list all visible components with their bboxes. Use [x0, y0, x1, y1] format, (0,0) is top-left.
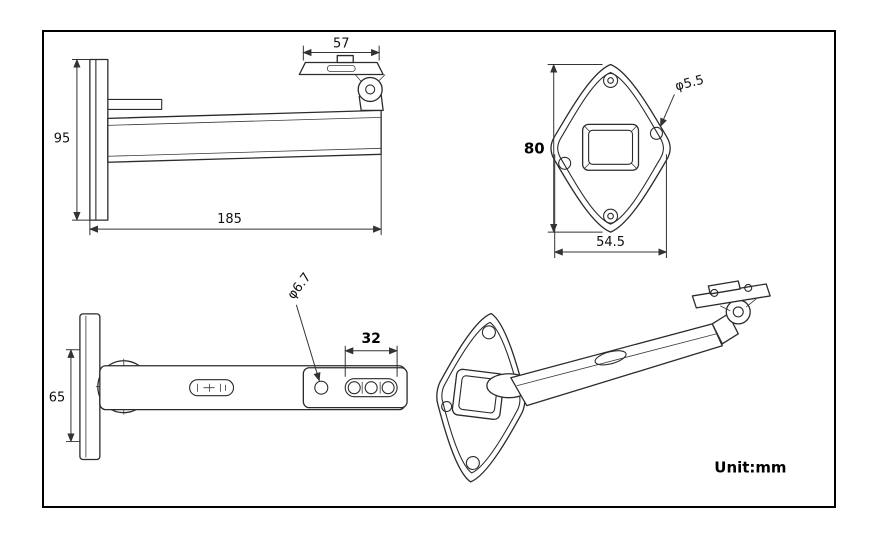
bracket-technical-drawing: 57 95 185 — [49, 37, 787, 483]
dim-label-54.5: 54.5 — [596, 235, 625, 250]
adjustment-slot — [344, 378, 398, 398]
slot-holes — [347, 381, 395, 395]
platform-screw-boss — [336, 54, 354, 64]
center-opening-inner — [588, 129, 634, 165]
opening-corner-lines — [584, 126, 637, 169]
dim-label-phi6.7: φ6.7 — [285, 270, 315, 302]
round-hole — [314, 380, 329, 395]
perspective-logo-stamp — [594, 350, 627, 366]
back-plate-view — [550, 63, 671, 233]
dim-label-phi5.5-group: φ5.5 — [674, 73, 706, 95]
dim-label-80: 80 — [524, 139, 545, 157]
perspective-arm — [510, 323, 723, 407]
perspective-mounting-holes — [441, 325, 496, 471]
platform-slot — [326, 65, 356, 72]
top-view-dimensions: 65 32 φ6.7 — [49, 270, 399, 443]
dim-label-phi5.5: φ5.5 — [674, 73, 706, 95]
dim-label-phi6.7-group: φ6.7 — [285, 270, 315, 302]
mounting-holes — [558, 72, 663, 224]
perspective-arm-edge — [516, 333, 717, 387]
dim-label-32: 32 — [361, 331, 380, 347]
camera-platform — [298, 61, 384, 76]
perspective-ball-joint — [725, 299, 751, 325]
dim-ext-65 — [65, 349, 80, 443]
perspective-platform-holes — [710, 283, 753, 297]
plate-flange — [107, 98, 163, 110]
arm-detail-lines — [107, 116, 382, 157]
dim-ext-95 — [71, 59, 90, 221]
ball-joint — [357, 76, 383, 103]
joint-clamp-lines — [354, 74, 386, 82]
unit-label: Unit:mm — [714, 458, 786, 476]
leader-line-phi5.5 — [659, 94, 675, 128]
side-view-dimensions: 57 95 185 — [54, 37, 383, 236]
leader-line-phi6.7 — [295, 304, 321, 382]
back-plate-dimensions: 80 φ5.5 54.5 — [524, 63, 706, 259]
dim-label-57: 57 — [333, 37, 349, 52]
perspective-clamp-lines — [720, 298, 757, 312]
side-view — [89, 54, 386, 221]
dim-label-65: 65 — [49, 391, 65, 406]
dim-ext-54.5 — [554, 154, 667, 259]
perspective-base-plate — [436, 312, 526, 483]
logo-stamp — [189, 379, 235, 397]
mount-end-plate — [302, 367, 408, 409]
top-view — [79, 313, 408, 461]
perspective-view — [436, 280, 771, 483]
perspective-ball-joint-pin — [732, 306, 744, 318]
perspective-opening-inner — [458, 375, 499, 414]
ball-joint-pin — [365, 84, 376, 95]
center-opening-outer — [581, 123, 640, 171]
dim-label-95: 95 — [54, 131, 70, 146]
perspective-platform-boss — [707, 280, 741, 295]
drawing-border-frame: 57 95 185 — [42, 30, 836, 508]
wall-plate-edge — [89, 58, 109, 221]
dim-label-185: 185 — [217, 212, 242, 227]
